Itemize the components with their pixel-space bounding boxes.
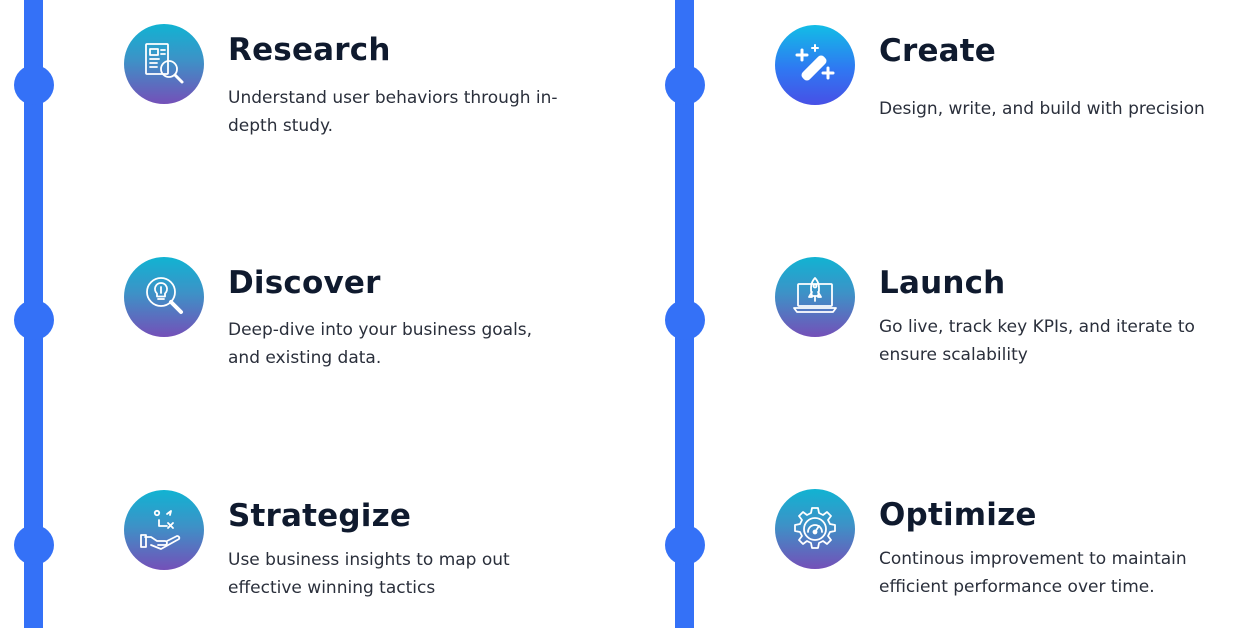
timeline-dot xyxy=(665,65,705,105)
gear-speedometer-icon xyxy=(775,489,855,569)
step-title: Create xyxy=(879,33,997,69)
step-title: Discover xyxy=(228,265,381,301)
timeline-dot xyxy=(665,300,705,340)
step-description: Deep-dive into your business goals, and … xyxy=(228,320,533,368)
timeline-dot xyxy=(665,525,705,565)
lightbulb-search-icon xyxy=(124,257,204,337)
step-title: Optimize xyxy=(879,497,1037,533)
step-description: Go live, track key KPIs, and iterate to … xyxy=(879,317,1195,365)
research-document-search-icon xyxy=(124,24,204,104)
laptop-rocket-icon xyxy=(775,257,855,337)
timeline-dot xyxy=(14,65,54,105)
timeline-dot xyxy=(14,300,54,340)
magic-wand-icon xyxy=(775,25,855,105)
step-title: Research xyxy=(228,32,391,68)
step-description: Continous improvement to maintain effici… xyxy=(879,549,1187,597)
step-description: Use business insights to map out effecti… xyxy=(228,550,510,598)
step-title: Launch xyxy=(879,265,1006,301)
step-description: Design, write, and build with precision xyxy=(879,99,1205,119)
timeline-dot xyxy=(14,525,54,565)
hand-strategy-icon xyxy=(124,490,204,570)
step-title: Strategize xyxy=(228,498,412,534)
step-description: Understand user behaviors through in-dep… xyxy=(228,88,558,136)
